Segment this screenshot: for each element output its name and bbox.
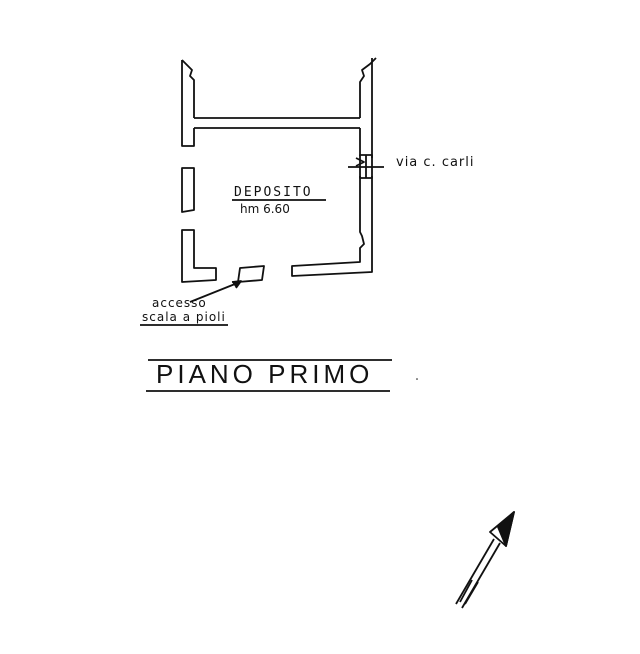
window-via-carli (348, 154, 384, 179)
upper-left-wall (181, 59, 195, 147)
top-wall (194, 117, 360, 129)
floor-title: PIANO PRIMO (156, 359, 374, 389)
access-label-line2: scala a pioli (142, 310, 226, 324)
room-name-label: DEPOSITO (234, 185, 313, 200)
north-arrow-icon (455, 511, 515, 609)
street-label: via c. carli (396, 155, 475, 170)
bottom-left-wall (181, 229, 217, 283)
room-height-label: hm 6.60 (240, 202, 290, 216)
upper-right-wall (359, 57, 377, 158)
access-leader-arrow (189, 280, 242, 303)
access-label-line1: accesso (152, 296, 207, 310)
floor-title-rules (146, 359, 392, 392)
right-wall (291, 176, 373, 277)
left-wall-segment (181, 167, 195, 213)
ladder-access-opening (237, 265, 265, 283)
